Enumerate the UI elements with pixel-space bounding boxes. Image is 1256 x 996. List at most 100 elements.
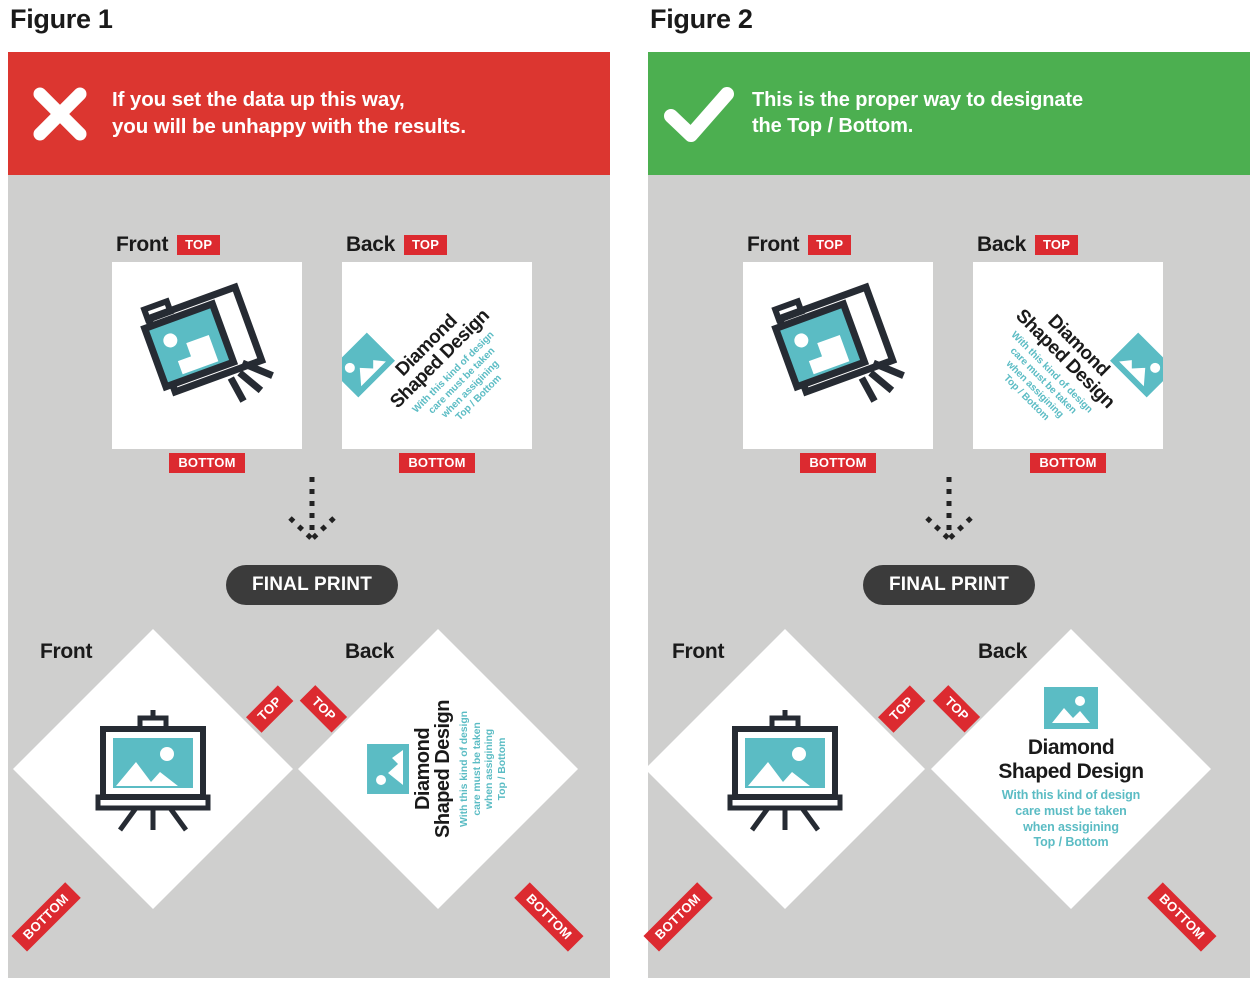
- figure-2-diamond-row: Front: [643, 628, 1250, 970]
- front-card-bottom-badge: BOTTOM: [800, 453, 876, 473]
- tilted-easel-icon: [763, 278, 913, 433]
- front-diamond-bottom-badge: BOTTOM: [11, 882, 81, 952]
- back-card: Diamond Shaped Design With this kind of …: [973, 262, 1163, 449]
- easel-picture-icon: [95, 710, 211, 832]
- front-diamond-inner: [54, 670, 252, 868]
- back-diamond-title-line-2: Shaped Design: [998, 759, 1144, 783]
- figure-2-back-card-block: Back TOP: [973, 232, 1163, 473]
- front-card: [743, 262, 933, 449]
- banner-line-2: you will be unhappy with the results.: [112, 114, 466, 138]
- back-diamond-title-line-1: Diamond: [1027, 736, 1115, 760]
- front-diamond-inner: [686, 670, 884, 868]
- figure-1-front-card-block: Front TOP: [112, 232, 302, 473]
- front-card-header: Front TOP: [112, 232, 302, 258]
- back-card-top-badge: TOP: [404, 235, 448, 255]
- figure-1-body: Front TOP: [8, 175, 610, 978]
- back-card-bottom-badge: BOTTOM: [399, 453, 475, 473]
- figure-1-front-diamond-block: Front: [8, 628, 298, 970]
- final-print-button[interactable]: FINAL PRINT: [225, 565, 399, 605]
- check-icon: [648, 85, 752, 143]
- back-diamond-title: Diamond Shaped Design: [412, 670, 455, 868]
- back-diamond: Diamond Shaped Design With this kind of …: [930, 628, 1212, 910]
- back-diamond-sub-line-2: care must be taken: [470, 722, 483, 816]
- banner-line-2: the Top / Bottom.: [752, 114, 914, 137]
- front-card-top-badge: TOP: [808, 235, 852, 255]
- figure-1-arrow-wrap: [8, 475, 610, 547]
- back-diamond-title-line-1: Diamond: [412, 727, 435, 811]
- dotted-down-arrow-icon: [925, 477, 973, 541]
- dotted-down-arrow-icon: [288, 477, 336, 541]
- figure-2-final-print-wrap: FINAL PRINT: [648, 565, 1250, 605]
- figure-2-front-card-block: Front TOP: [743, 232, 933, 473]
- figure-1-banner-text: If you set the data up this way, you wil…: [112, 87, 466, 139]
- figure-2-card-row: Front TOP: [648, 232, 1250, 473]
- front-diamond-top-badge: TOP: [245, 685, 294, 733]
- back-diamond-artwork-upright: Diamond Shaped Design With this kind of …: [972, 687, 1170, 851]
- picture-icon-wrap: [972, 687, 1170, 730]
- front-card-header: Front TOP: [743, 232, 933, 258]
- back-diamond-title: Diamond Shaped Design: [972, 736, 1170, 783]
- back-card-footer: BOTTOM: [342, 453, 532, 473]
- back-diamond-sub-line-4: Top / Bottom: [1033, 835, 1109, 850]
- back-card-bottom-badge: BOTTOM: [1030, 453, 1106, 473]
- back-card: Diamond Shaped Design With this kind of …: [342, 262, 532, 449]
- back-diamond: Diamond Shaped Design With this kind of …: [297, 628, 579, 910]
- front-diamond-label: Front: [40, 640, 93, 663]
- figure-1-panel: Figure 1 If you set the data up this way…: [8, 0, 610, 996]
- back-diamond-sub-line-1: With this kind of design: [457, 711, 470, 827]
- figure-1-diamond-row: Front: [8, 628, 610, 970]
- back-card-artwork: Diamond Shaped Design With this kind of …: [973, 262, 1163, 449]
- back-diamond-sub-line-3: when assigining: [1023, 819, 1119, 834]
- figure-1-back-diamond-block: Back: [293, 628, 584, 970]
- figure-1-back-card-block: Back TOP: [342, 232, 532, 473]
- front-card-label: Front: [747, 233, 800, 256]
- front-card-top-badge: TOP: [177, 235, 221, 255]
- figure-1-title: Figure 1: [10, 4, 113, 34]
- picture-icon: [367, 744, 410, 794]
- figure-1-card-row: Front TOP: [8, 232, 610, 473]
- front-diamond: [644, 628, 926, 910]
- back-diamond-sub-line-2: care must be taken: [1015, 803, 1127, 818]
- back-diamond-subtitle: With this kind of design care must be ta…: [972, 788, 1170, 851]
- banner-line-1: If you set the data up this way,: [112, 88, 405, 112]
- back-diamond-inner: Diamond Shaped Design With this kind of …: [972, 670, 1170, 868]
- front-card: [112, 262, 302, 449]
- front-card-footer: BOTTOM: [112, 453, 302, 473]
- back-diamond-sub-line-4: Top / Bottom: [496, 737, 509, 801]
- figure-2-front-diamond-block: Front: [640, 628, 930, 970]
- picture-icon-wrap: [342, 262, 500, 418]
- back-diamond-sub-line-1: With this kind of design: [1001, 788, 1141, 803]
- front-diamond-label: Front: [672, 640, 725, 663]
- front-diamond: [12, 628, 294, 910]
- figure-1-final-print-wrap: FINAL PRINT: [8, 565, 610, 605]
- figure-2-title: Figure 2: [650, 4, 753, 34]
- picture-icon: [1044, 687, 1098, 730]
- final-print-button[interactable]: FINAL PRINT: [862, 565, 1036, 605]
- back-card-top-badge: TOP: [1035, 235, 1079, 255]
- front-card-bottom-badge: BOTTOM: [169, 453, 245, 473]
- picture-icon-wrap: [1005, 262, 1163, 418]
- back-diamond-label: Back: [978, 640, 1028, 663]
- figure-2-back-diamond-block: Back: [926, 628, 1217, 970]
- picture-icon: [342, 331, 396, 398]
- back-card-footer: BOTTOM: [973, 453, 1163, 473]
- picture-icon-wrap: [367, 670, 410, 868]
- figure-2-banner: This is the proper way to designate the …: [648, 52, 1250, 175]
- front-diamond-top-badge: TOP: [877, 685, 926, 733]
- back-card-label: Back: [346, 233, 396, 256]
- back-diamond-title-line-2: Shaped Design: [432, 700, 455, 838]
- easel-picture-icon: [727, 710, 843, 832]
- back-diamond-bottom-badge: BOTTOM: [1147, 882, 1217, 952]
- front-card-footer: BOTTOM: [743, 453, 933, 473]
- tilted-easel-icon: [132, 278, 282, 433]
- back-diamond-subtitle: With this kind of design care must be ta…: [458, 670, 509, 868]
- figure-2-banner-text: This is the proper way to designate the …: [752, 88, 1083, 139]
- back-card-label: Back: [977, 233, 1027, 256]
- front-card-label: Front: [116, 233, 169, 256]
- back-diamond-sub-line-3: when assigining: [483, 728, 496, 810]
- banner-line-1: This is the proper way to designate: [752, 88, 1084, 111]
- picture-icon: [1109, 331, 1163, 398]
- cross-icon: [8, 83, 112, 145]
- back-card-header: Back TOP: [342, 232, 532, 258]
